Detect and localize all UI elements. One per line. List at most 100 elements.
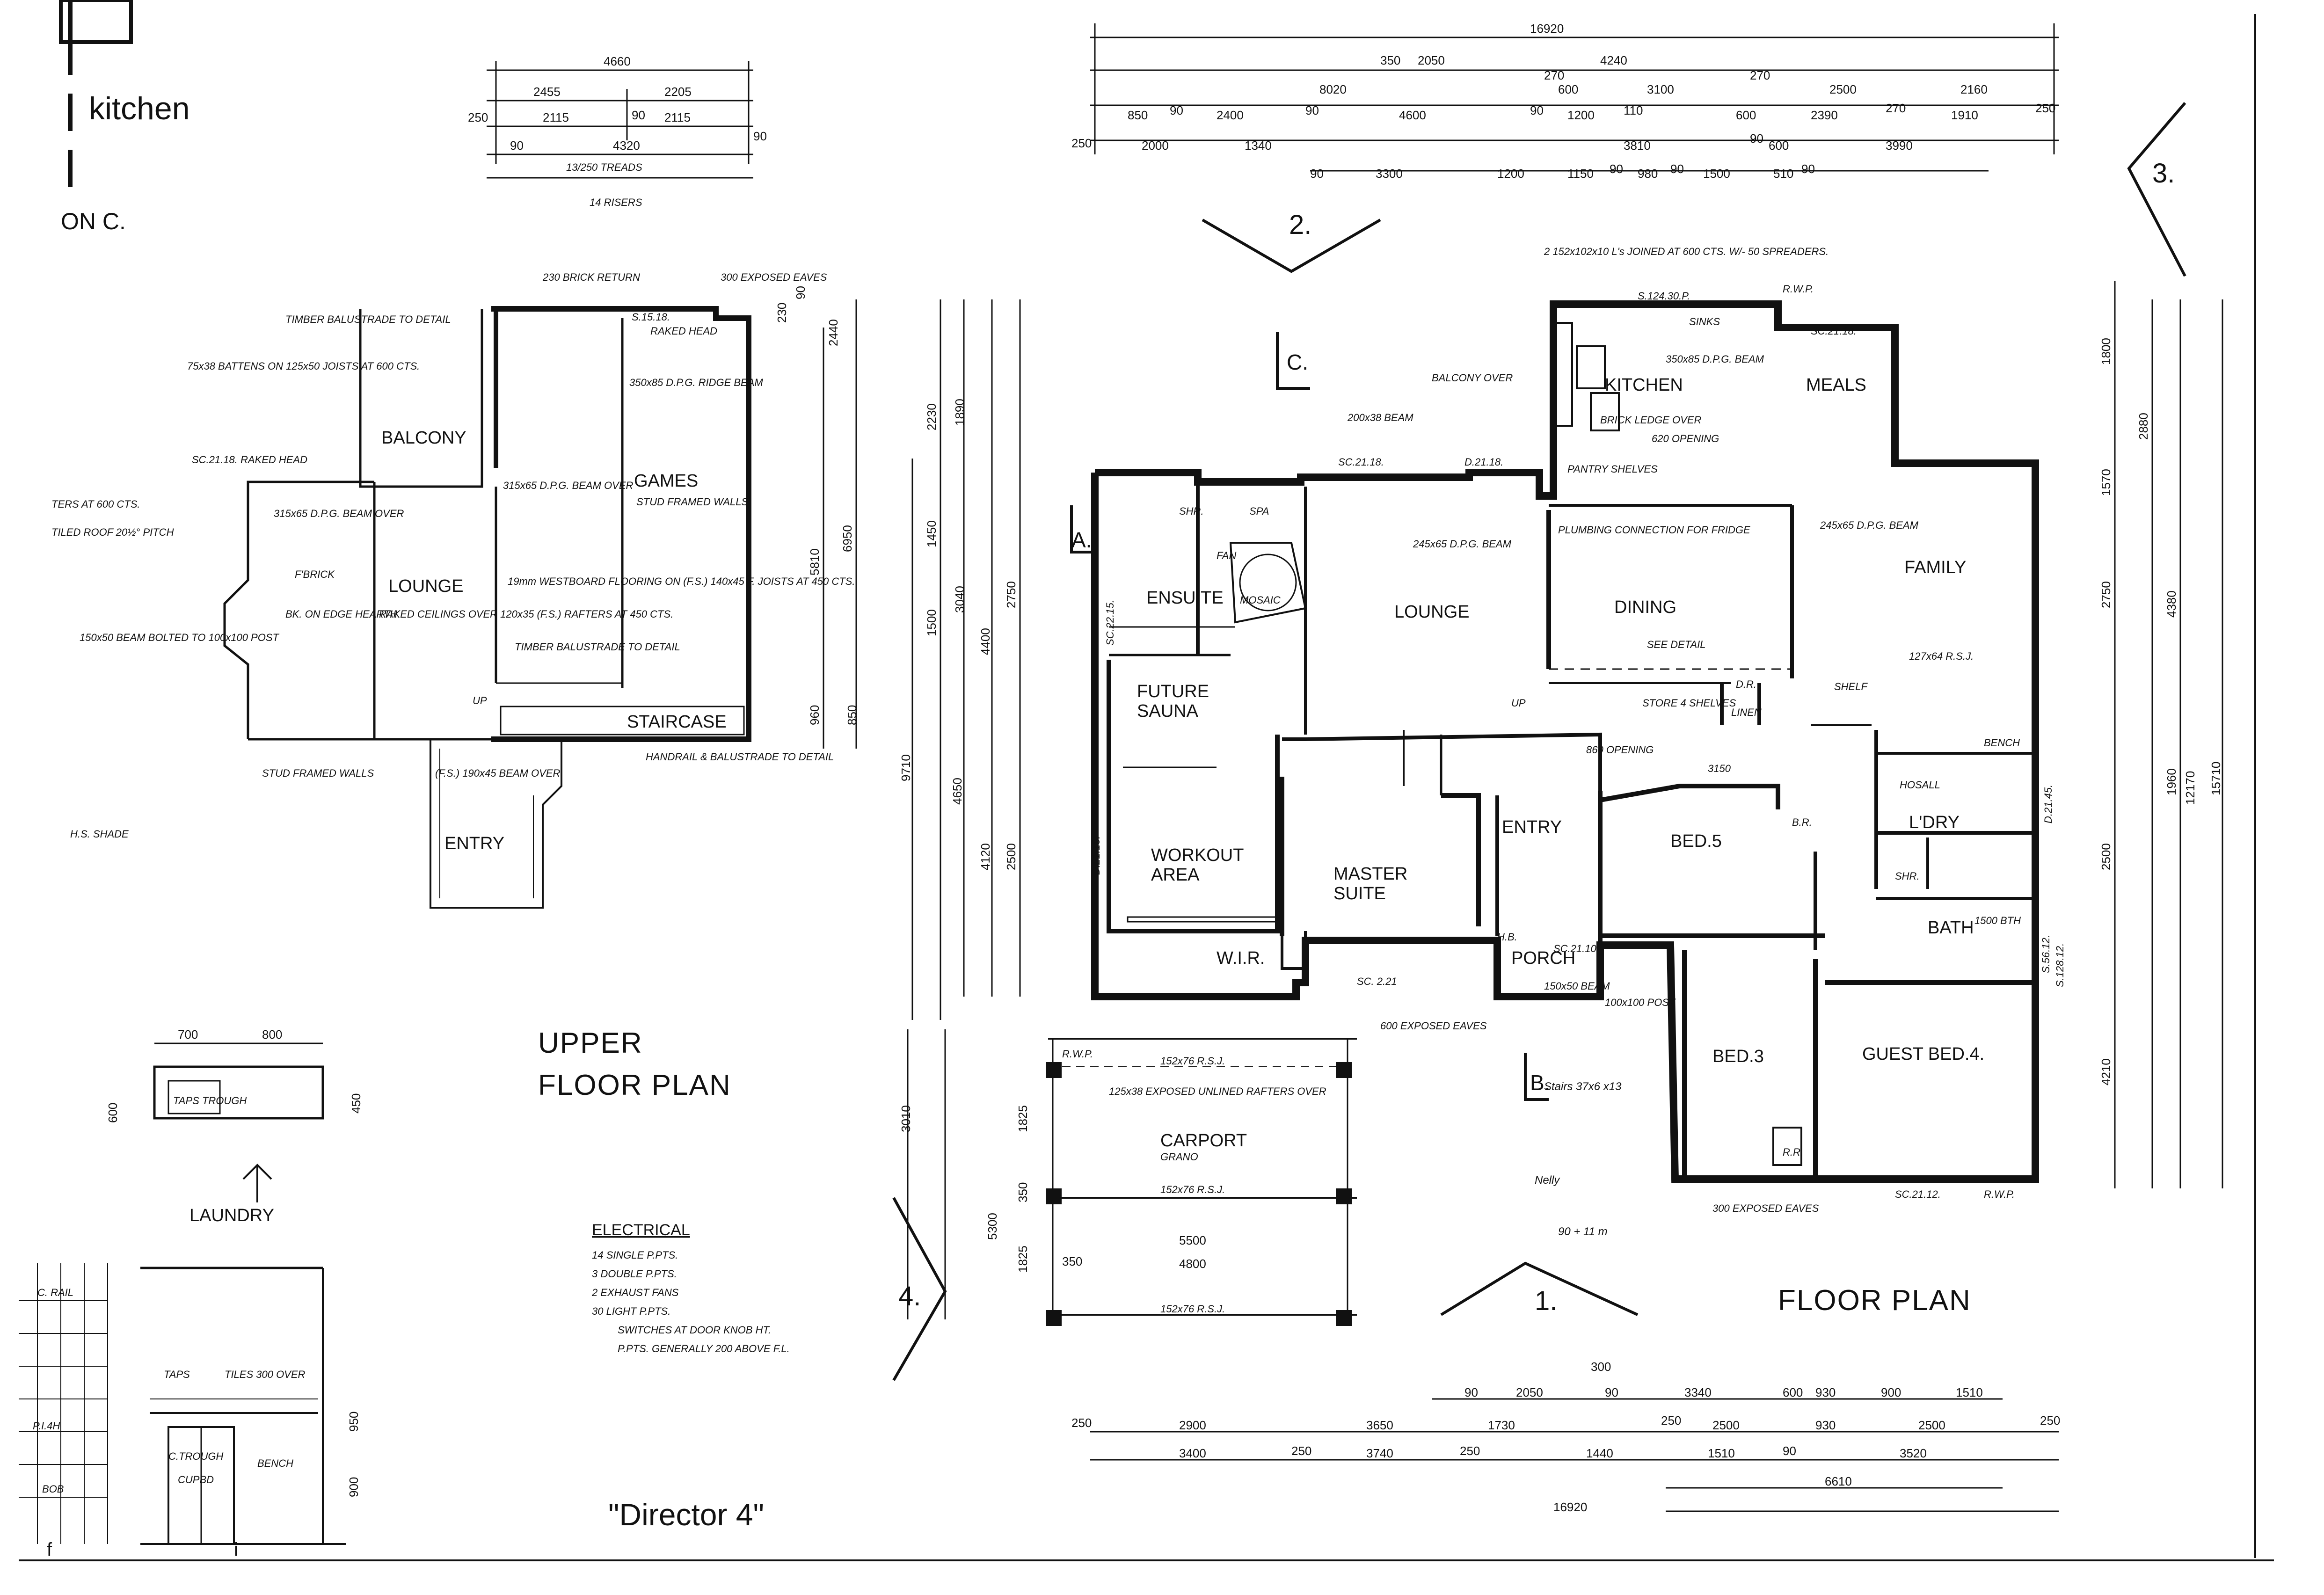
- carport-dim-350b: 350: [1062, 1254, 1082, 1268]
- gnote-rafters-carport: 125x38 EXPOSED UNLINED RAFTERS OVER: [1109, 1085, 1326, 1097]
- ldim-4650: 4650: [950, 778, 964, 805]
- laundry-bench: BENCH: [257, 1457, 293, 1469]
- bdim-250e: 250: [1460, 1444, 1480, 1458]
- ground-ldry-label: L'DRY: [1909, 813, 1960, 832]
- dim-upper-90: 90: [794, 286, 808, 299]
- upper-balcony-label: BALCONY: [381, 428, 466, 448]
- bdim-2500a: 2500: [1712, 1418, 1740, 1432]
- top-dim-3810: 3810: [1624, 138, 1651, 153]
- note-tiled-roof: TILED ROOF 20½° PITCH: [51, 526, 174, 538]
- treads-note: 13/250 TREADS: [566, 161, 642, 173]
- rdim-1800: 1800: [2099, 338, 2113, 365]
- gnote-sc-2215: SC.22.15.: [1104, 600, 1116, 646]
- ldim-2230: 2230: [925, 403, 939, 430]
- top-dim-90c: 90: [1530, 103, 1544, 117]
- top-dim-1910: 1910: [1951, 108, 1978, 122]
- gnote-beam-kitchen: 350x85 D.P.G. BEAM: [1666, 353, 1764, 365]
- laundry-dim-600: 600: [106, 1103, 120, 1123]
- dim-upper-850: 850: [845, 705, 859, 725]
- bdim-3740: 3740: [1366, 1446, 1393, 1460]
- ground-shr-label: SHR.: [1179, 505, 1204, 517]
- right-dimension-lines: [2114, 281, 2223, 1188]
- rdim-2880: 2880: [2136, 413, 2150, 440]
- top-dim-1200b: 1200: [1497, 167, 1524, 181]
- note-stud-framed: STUD FRAMED WALLS: [262, 767, 374, 779]
- carport-dim-4800: 4800: [1179, 1257, 1206, 1271]
- dim-2455: 2455: [533, 85, 561, 99]
- ground-linen-label: LINEN: [1731, 706, 1762, 718]
- upper-up-label: UP: [473, 695, 487, 706]
- gnote-bench: BENCH: [1984, 737, 2020, 749]
- ground-shr2-label: SHR.: [1895, 870, 1920, 882]
- dim-2205: 2205: [664, 85, 692, 99]
- electrical-line-2: 3 DOUBLE P.PTS.: [592, 1268, 677, 1280]
- top-dim-4240: 4240: [1600, 53, 1627, 67]
- gnote-d-2145: D.21.45.: [2042, 785, 2054, 823]
- bdim-930: 930: [1815, 1385, 1836, 1399]
- laundry-dim-450: 450: [349, 1093, 363, 1114]
- dim-90a: 90: [632, 108, 645, 122]
- note-sc-top: S.15.18.: [632, 311, 670, 323]
- note-handrail: HANDRAIL & BALUSTRADE TO DETAIL: [646, 751, 834, 763]
- electrical-line-3: 2 EXHAUST FANS: [591, 1287, 679, 1298]
- note-flooring: 19mm WESTBOARD FLOORING ON (F.S.) 140x45…: [508, 575, 855, 587]
- ground-lounge-label: LOUNGE: [1394, 602, 1469, 622]
- kitchen-partial-label: kitchen: [89, 91, 189, 126]
- dim-90c: 90: [753, 129, 767, 143]
- laundry-trough: C.TROUGH: [168, 1450, 223, 1462]
- ldim-4120: 4120: [978, 843, 992, 870]
- gnote-post: 100x100 POST: [1605, 997, 1676, 1008]
- bdim-1730: 1730: [1488, 1418, 1515, 1432]
- bdim-2500b: 2500: [1918, 1418, 1945, 1432]
- ldim-2500: 2500: [1004, 843, 1018, 870]
- floor-plan-title: FLOOR PLAN: [1778, 1284, 1971, 1317]
- gnote-hand-2: Nelly: [1535, 1174, 1560, 1187]
- gnote-eaves-300: 300 EXPOSED EAVES: [1712, 1202, 1819, 1214]
- ldim-1450: 1450: [925, 520, 939, 547]
- laundry-c-rail: C. RAIL: [37, 1287, 73, 1298]
- ground-dr-label: D.R.: [1736, 678, 1756, 690]
- top-dim-600a: 600: [1558, 82, 1578, 96]
- laundry-dim-950: 950: [347, 1412, 361, 1432]
- upper-side-dims: [823, 299, 857, 749]
- bottom-dimension-strings: [1090, 1398, 2059, 1512]
- upper-lounge-label: LOUNGE: [388, 576, 463, 596]
- laundry-taps-trough: TAPS TROUGH: [173, 1095, 247, 1107]
- stair-dimension-block: [487, 61, 753, 179]
- note-sc-raked: SC.21.18. RAKED HEAD: [192, 454, 307, 466]
- top-dim-1200: 1200: [1567, 108, 1595, 122]
- top-dim-510: 510: [1773, 167, 1793, 181]
- top-dim-2390: 2390: [1811, 108, 1838, 122]
- top-dim-600c: 600: [1769, 138, 1789, 153]
- gnote-sc-2118: SC.21.18.: [1338, 456, 1384, 468]
- ground-rr-label: R.R.: [1783, 1146, 1803, 1158]
- ground-up-label: UP: [1511, 697, 1526, 709]
- marker-c: C.: [1287, 350, 1308, 374]
- kitchen-fragment: kitchen ON C.: [59, 0, 189, 234]
- top-dim-16920: 16920: [1530, 22, 1564, 36]
- note-timber-balustrade-2: TIMBER BALUSTRADE TO DETAIL: [515, 641, 680, 653]
- gnote-grano: GRANO: [1160, 1151, 1198, 1163]
- gnote-beam-family: 245x65 D.P.G. BEAM: [1820, 519, 1919, 531]
- gnote-sc-5612: S.56.12.: [2040, 935, 2052, 973]
- dim-6950: 6950: [840, 525, 854, 552]
- note-ceilings: RAKED CEILINGS OVER 120x35 (F.S.) RAFTER…: [379, 608, 673, 620]
- electrical-line-1: 14 SINGLE P.PTS.: [592, 1249, 678, 1261]
- gnote-rwp-2: R.W.P.: [1984, 1188, 2015, 1200]
- bdim-16920: 16920: [1553, 1500, 1587, 1514]
- top-dim-2000: 2000: [1142, 138, 1169, 153]
- director-label: "Director 4": [608, 1497, 764, 1532]
- ground-family-label: FAMILY: [1904, 558, 1966, 577]
- top-dim-110: 110: [1624, 103, 1643, 117]
- gnote-rwp-carport: R.W.P.: [1062, 1048, 1093, 1060]
- marker-a: A.: [1071, 528, 1092, 552]
- gnote-opening-3150: 3150: [1708, 763, 1731, 774]
- top-dim-2050: 2050: [1418, 53, 1445, 67]
- gnote-rsj-1: 152x76 R.S.J.: [1160, 1055, 1225, 1067]
- top-dim-250a: 250: [2035, 101, 2055, 115]
- top-dim-90e: 90: [1310, 167, 1324, 181]
